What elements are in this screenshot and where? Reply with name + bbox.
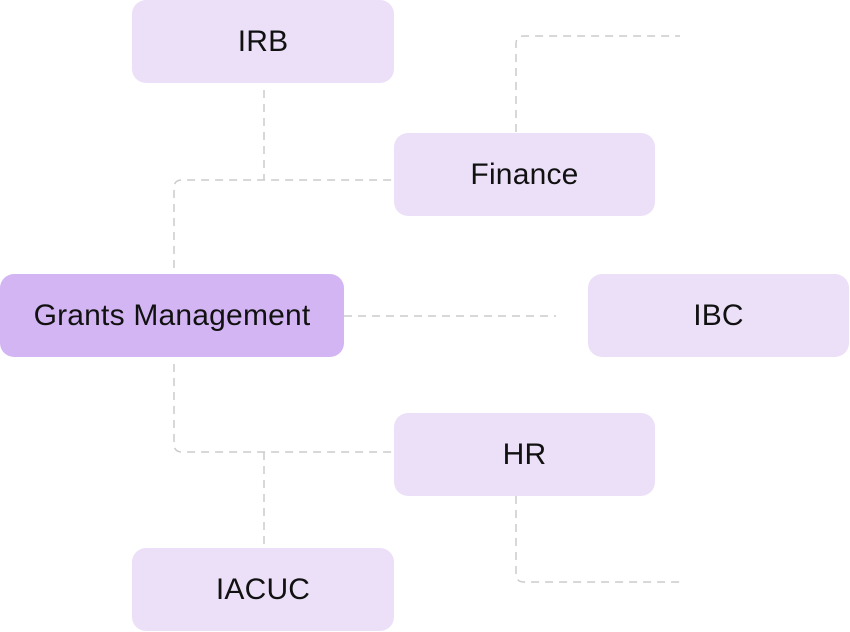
connector-grants-hr [173,364,394,453]
node-irb-label: IRB [237,24,289,58]
node-hr: HR [394,413,655,496]
node-iacuc-label: IACUC [215,572,311,606]
node-irb: IRB [132,0,394,83]
node-finance-label: Finance [470,157,579,191]
connector-finance-up [515,35,680,132]
node-grants-management: Grants Management [0,274,344,357]
node-grants-management-label: Grants Management [33,298,311,332]
connector-hr-down [515,496,680,583]
connector-grants-finance [173,179,394,268]
node-hr-label: HR [502,437,547,471]
node-ibc: IBC [588,274,849,357]
node-finance: Finance [394,133,655,216]
node-ibc-label: IBC [693,298,744,332]
node-iacuc: IACUC [132,548,394,631]
